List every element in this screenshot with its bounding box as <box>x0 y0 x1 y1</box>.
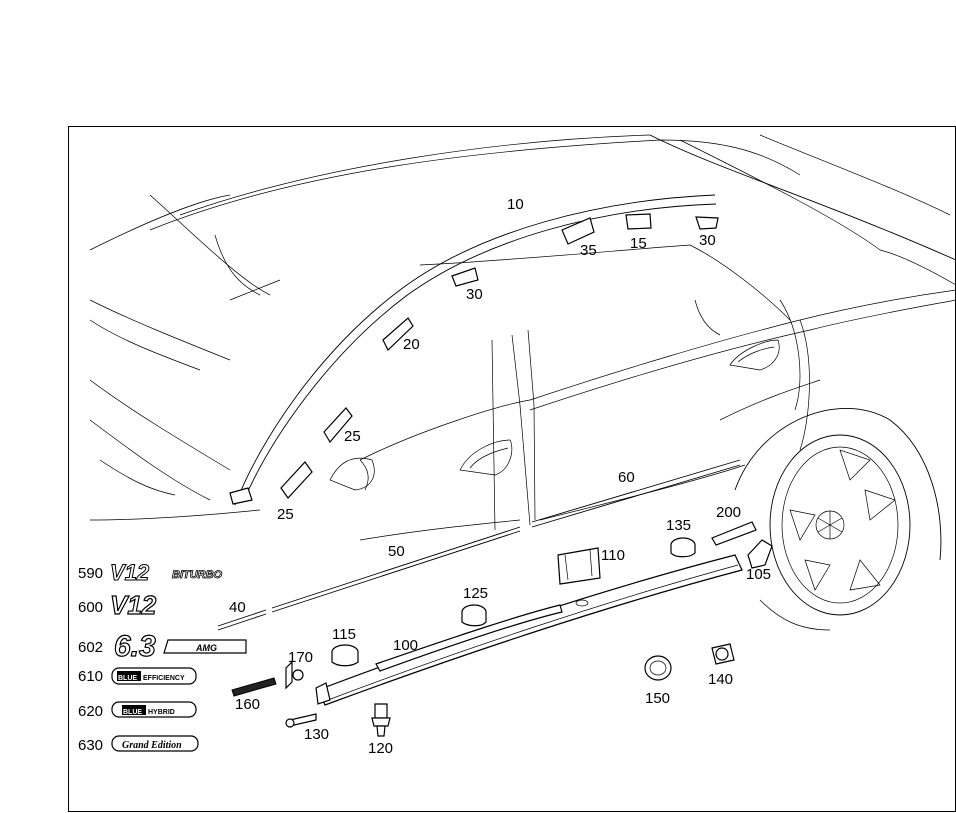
side-moldings <box>217 459 741 631</box>
callout-50: 50 <box>388 543 405 560</box>
badge-63-text: 6.3 <box>114 630 156 663</box>
callout-labels: 10 35 15 30 30 20 25 25 60 200 135 110 1… <box>229 196 771 757</box>
badge-biturbo-sub: BITURBO <box>172 569 223 581</box>
badge-number: 602 <box>78 639 103 656</box>
callout-40: 40 <box>229 599 246 616</box>
roof-molding <box>229 194 717 506</box>
badge-number: 590 <box>78 565 103 582</box>
fasteners <box>231 521 773 737</box>
callout-30: 30 <box>466 286 483 303</box>
callout-15: 15 <box>630 235 647 252</box>
callout-160: 160 <box>235 696 260 713</box>
callout-120: 120 <box>368 740 393 757</box>
badge-blue-text: BLUE <box>118 675 137 682</box>
callout-140: 140 <box>708 671 733 688</box>
badges: 590 V12 BITURBO 600 V12 602 6.3 AMG 610 … <box>78 560 247 754</box>
callout-170: 170 <box>288 649 313 666</box>
callout-100: 100 <box>393 637 418 654</box>
badge-grand-edition-text: Grand Edition <box>122 740 182 751</box>
roof-clips <box>280 213 719 499</box>
badge-amg-sub: AMG <box>195 643 217 653</box>
callout-110: 110 <box>601 547 625 564</box>
callout-60: 60 <box>618 469 635 486</box>
callout-125: 125 <box>463 585 488 602</box>
badge-number: 610 <box>78 668 103 685</box>
callout-35: 35 <box>580 242 597 259</box>
sill-panel <box>315 554 743 706</box>
badge-hybrid-sub: HYBRID <box>148 709 175 716</box>
callout-25: 25 <box>344 428 361 445</box>
callout-115: 115 <box>332 626 356 643</box>
callout-105: 105 <box>746 566 771 583</box>
diagram-frame <box>68 126 956 812</box>
badge-number: 630 <box>78 737 103 754</box>
callout-20: 20 <box>403 336 420 353</box>
callout-135: 135 <box>666 517 691 534</box>
callout-150: 150 <box>645 690 670 707</box>
badge-v12-text: V12 <box>110 590 157 620</box>
callout-130: 130 <box>304 726 329 743</box>
callout-200: 200 <box>716 504 741 521</box>
badge-efficiency-sub: EFFICIENCY <box>143 675 185 682</box>
callout-30: 30 <box>699 232 716 249</box>
callout-25: 25 <box>277 506 294 523</box>
badge-v12-biturbo-text: V12 <box>110 560 150 585</box>
callout-10: 10 <box>507 196 524 213</box>
badge-number: 620 <box>78 703 103 720</box>
badge-number: 600 <box>78 599 103 616</box>
badge-blue-text: BLUE <box>123 709 142 716</box>
